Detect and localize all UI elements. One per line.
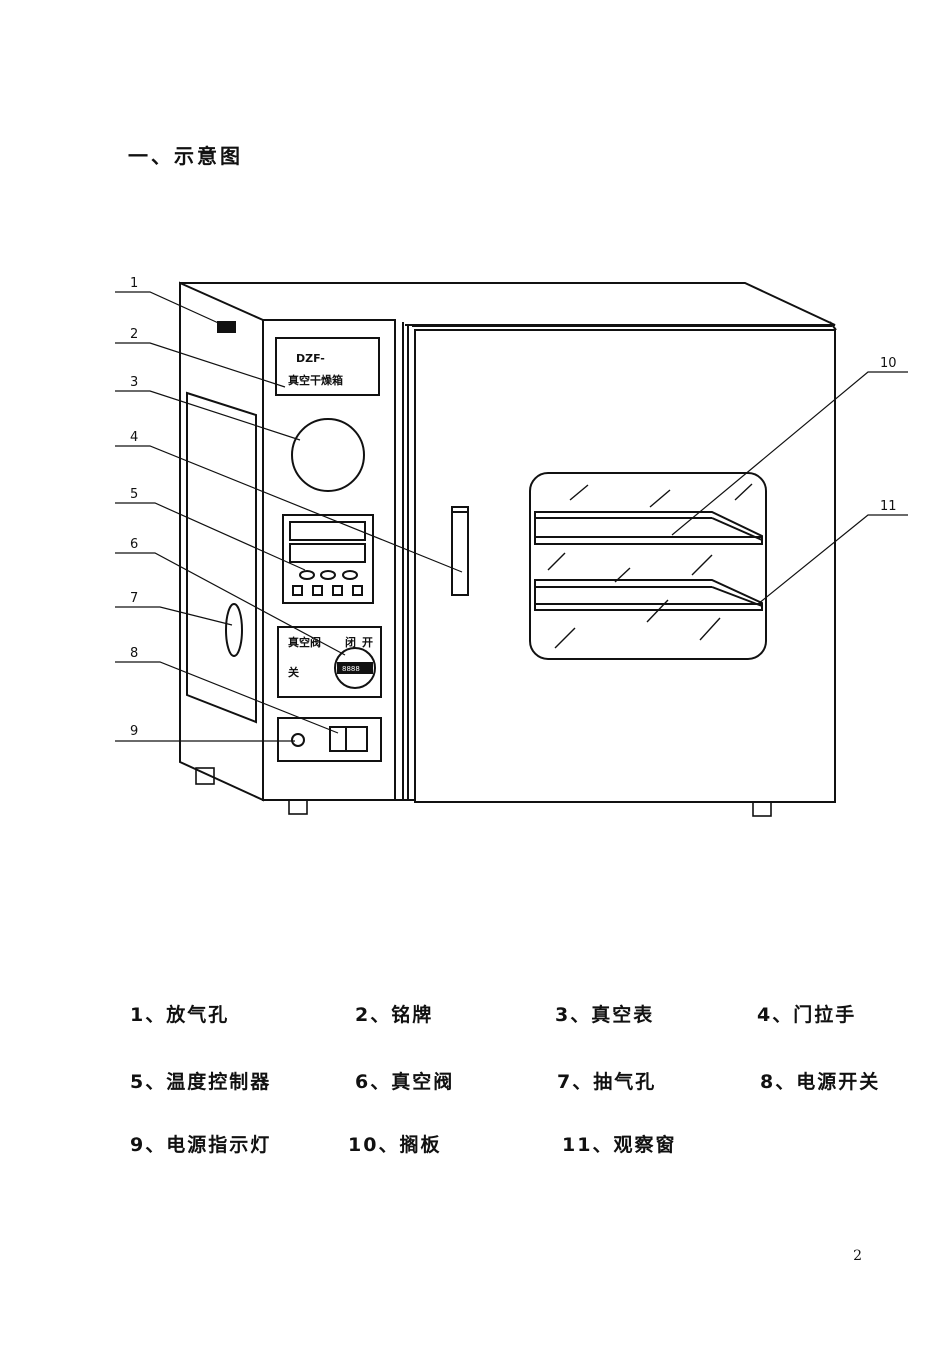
legend-item-1: 1、放气孔 — [130, 1004, 230, 1026]
nameplate-line2: 真空干燥箱 — [288, 373, 343, 387]
nameplate — [275, 337, 380, 396]
legend-item-8: 8、电源开关 — [760, 1071, 881, 1093]
legend-item-11: 11、观察窗 — [562, 1134, 677, 1156]
nameplate-line1: DZF- — [296, 352, 325, 365]
legend-item-10: 10、搁板 — [348, 1134, 442, 1156]
suction-port — [225, 603, 243, 657]
page-number: 2 — [853, 1248, 862, 1264]
callout-7: 7 — [130, 591, 138, 606]
door-frame — [394, 320, 409, 800]
temperature-controller — [282, 514, 374, 604]
power-indicator — [291, 733, 305, 747]
valve-label: 真空阀 — [288, 635, 321, 649]
vacuum-oven-diagram: DZF- 真空干燥箱 真空阀 闭 开 关 8888 1 2 3 4 5 6 7 … — [115, 276, 908, 817]
foot — [195, 767, 215, 785]
callout-8: 8 — [130, 646, 138, 661]
callout-4: 4 — [130, 430, 138, 445]
cabinet-top — [180, 282, 836, 326]
foot — [752, 801, 772, 817]
callout-5: 5 — [130, 487, 138, 502]
callout-9: 9 — [130, 724, 138, 739]
door — [414, 329, 836, 803]
side-window — [186, 391, 257, 724]
vacuum-valve-panel — [277, 626, 382, 698]
legend-item-5: 5、温度控制器 — [130, 1071, 272, 1093]
vacuum-gauge — [291, 418, 365, 492]
door-handle — [451, 506, 469, 596]
vacuum-valve-knob — [334, 647, 376, 689]
shelf-lower — [534, 579, 763, 611]
valve-knob-text: 8888 — [342, 665, 360, 673]
foot — [288, 799, 308, 815]
legend-item-2: 2、铭牌 — [355, 1004, 434, 1026]
callout-6: 6 — [130, 537, 138, 552]
power-switch — [329, 726, 368, 752]
cabinet-left-side — [179, 281, 264, 802]
observation-window — [529, 472, 767, 660]
callout-3: 3 — [130, 375, 138, 390]
legend-item-3: 3、真空表 — [555, 1004, 655, 1026]
power-panel — [277, 717, 382, 762]
callout-2: 2 — [130, 327, 138, 342]
callout-10: 10 — [880, 356, 897, 371]
valve-side-label: 闭 — [345, 635, 356, 649]
vent-hole — [217, 321, 236, 333]
section-title: 一、示意图 — [128, 144, 243, 168]
callout-leaders — [115, 291, 908, 742]
callout-11: 11 — [880, 499, 897, 514]
shelf-upper — [534, 511, 763, 545]
valve-open-label: 开 — [362, 636, 373, 649]
legend-item-4: 4、门拉手 — [757, 1004, 857, 1026]
legend-item-9: 9、电源指示灯 — [130, 1134, 272, 1156]
callout-1: 1 — [130, 276, 138, 291]
valve-close-label: 关 — [288, 665, 299, 679]
legend-item-7: 7、抽气孔 — [557, 1071, 657, 1093]
legend-item-6: 6、真空阀 — [355, 1071, 455, 1093]
